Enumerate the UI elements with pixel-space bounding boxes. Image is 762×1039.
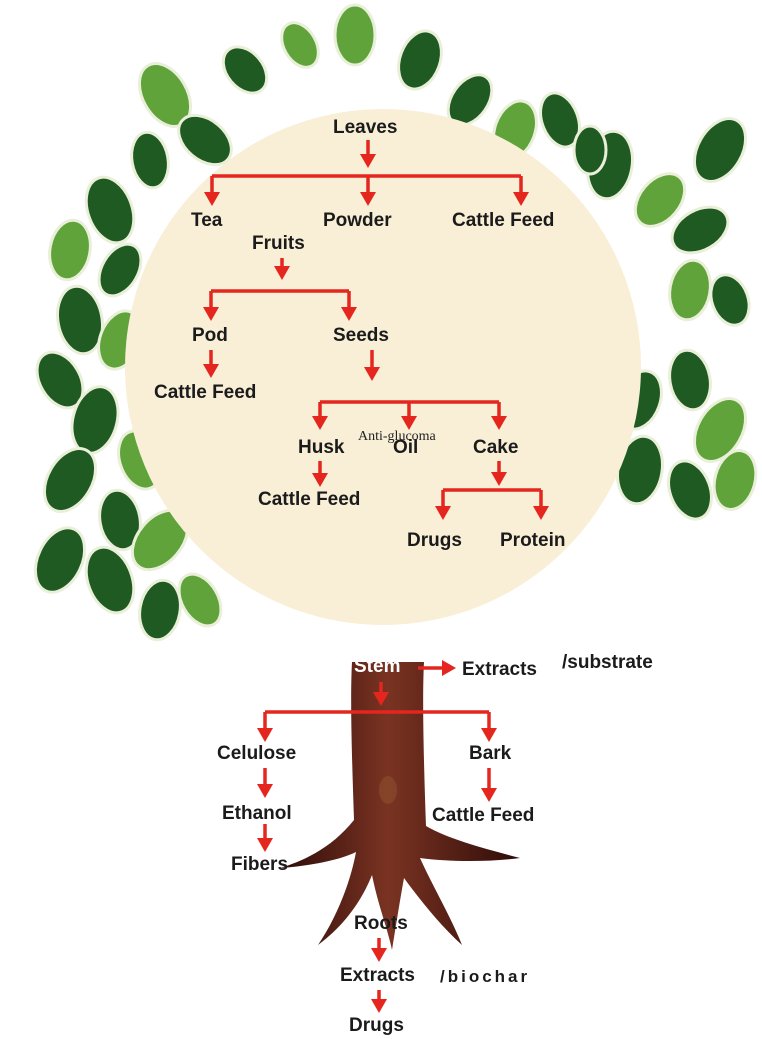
moringa-leaf-icon (335, 5, 375, 65)
arrow-icon (257, 784, 273, 798)
arrow-icon (257, 838, 273, 852)
node-fruits: Fruits (252, 234, 305, 253)
node-powder: Powder (323, 211, 392, 230)
arrow-icon (257, 728, 273, 742)
moringa-leaf-icon (135, 577, 185, 643)
node-stem: Stem (354, 657, 400, 676)
node-leaves: Leaves (333, 118, 397, 137)
moringa-leaf-icon (45, 217, 95, 283)
node-roots-drugs: Drugs (349, 1016, 404, 1035)
node-roots-biochar: /biochar (440, 968, 530, 985)
arrow-icon (371, 999, 387, 1013)
moringa-leaf-icon (26, 520, 95, 600)
node-pod-cattle-feed: Cattle Feed (154, 383, 256, 402)
moringa-leaf-icon (127, 129, 172, 190)
arrow-icon (442, 660, 456, 676)
node-drugs: Drugs (407, 531, 462, 550)
moringa-leaf-icon (391, 25, 449, 95)
node-leaves-cattle-feed: Cattle Feed (452, 211, 554, 230)
node-husk-cattle-feed: Cattle Feed (258, 490, 360, 509)
moringa-leaf-icon (214, 39, 275, 102)
node-tea: Tea (191, 211, 222, 230)
node-stem-extracts: Extracts (462, 660, 537, 679)
arrow-icon (371, 948, 387, 962)
node-fibers: Fibers (231, 855, 288, 874)
node-bark: Bark (469, 744, 511, 763)
node-pod: Pod (192, 326, 228, 345)
node-ethanol: Ethanol (222, 804, 292, 823)
node-protein: Protein (500, 531, 565, 550)
node-cake: Cake (473, 438, 518, 457)
moringa-leaf-icon (170, 567, 229, 633)
moringa-leaf-icon (574, 126, 606, 174)
arrow-icon (481, 788, 497, 802)
node-stem-substrate: /substrate (562, 653, 653, 672)
node-roots: Roots (354, 914, 408, 933)
arrow-icon (481, 728, 497, 742)
node-bark-cattle-feed: Cattle Feed (432, 806, 534, 825)
node-seeds: Seeds (333, 326, 389, 345)
trunk-knot (379, 776, 397, 804)
moringa-leaf-icon (661, 455, 719, 525)
node-roots-extracts: Extracts (340, 966, 415, 985)
moringa-leaf-icon (665, 347, 715, 413)
moringa-leaf-icon (704, 269, 756, 330)
moringa-leaf-icon (684, 110, 756, 191)
oil-note-anti-glucoma: Anti-glucoma (358, 430, 436, 444)
moringa-leaf-icon (665, 257, 715, 323)
moringa-leaf-icon (274, 16, 326, 74)
node-celulose: Celulose (217, 744, 296, 763)
node-husk: Husk (298, 438, 344, 457)
